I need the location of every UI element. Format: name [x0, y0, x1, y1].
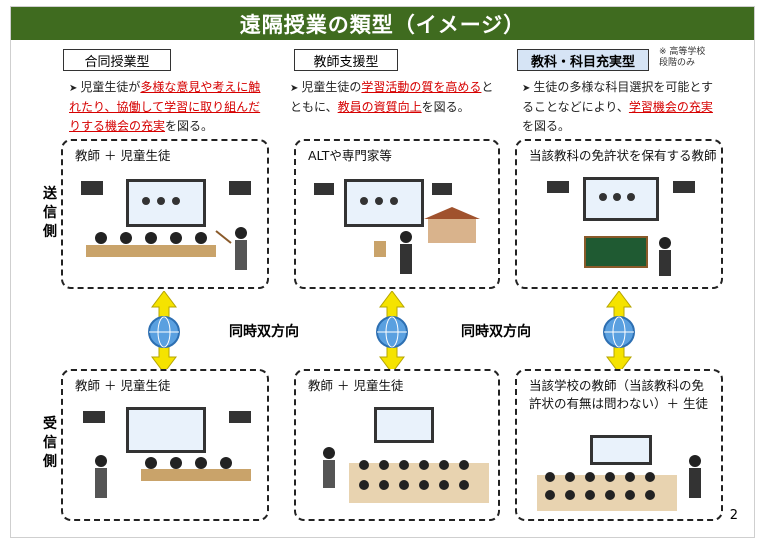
bidir-label-2: 同時双方向	[461, 324, 531, 340]
high-school-classroom-illustration	[537, 435, 701, 511]
send-box-joint: 教師 ＋ 児童生徒	[61, 139, 269, 289]
send-box-enrichment-label: 当該教科の免許状を保有する教師	[529, 148, 717, 163]
classroom-receive-illustration	[83, 407, 251, 498]
type-label-enrichment: 教科・科目充実型	[517, 49, 649, 71]
desc-enrichment: ➤生徒の多様な科目選択を可能とすることなどにより、学習機会の充実を図る。	[522, 80, 714, 133]
large-classroom-illustration	[323, 407, 489, 503]
send-box-enrichment: 当該教科の免許状を保有する教師	[515, 139, 723, 289]
send-box-joint-label: 教師 ＋ 児童生徒	[75, 148, 171, 163]
classroom-screen-illustration	[81, 179, 251, 270]
recv-box-support: 教師 ＋ 児童生徒	[294, 369, 500, 521]
desc-support: ➤児童生徒の学習活動の質を高めるとともに、教員の資質向上を図る。	[290, 80, 494, 114]
recv-box-joint: 教師 ＋ 児童生徒	[61, 369, 269, 521]
type-label-support: 教師支援型	[294, 49, 398, 71]
recv-box-joint-label: 教師 ＋ 児童生徒	[75, 378, 171, 393]
slide-title: 遠隔授業の類型（イメージ）	[11, 7, 754, 40]
type-label-joint: 合同授業型	[63, 49, 171, 71]
licensed-teacher-illustration	[547, 177, 695, 276]
page-number: 2	[729, 508, 738, 523]
recv-box-enrichment-label: 当該学校の教師（当該教科の免許状の有無は問わない）＋ 生徒	[529, 378, 708, 411]
bidir-label-1: 同時双方向	[229, 324, 299, 340]
send-box-support: ALTや専門家等	[294, 139, 500, 289]
send-box-support-label: ALTや専門家等	[308, 148, 392, 163]
expert-building-illustration	[314, 179, 480, 274]
send-side-label: 送 信 側	[43, 186, 57, 240]
desc-joint: ➤児童生徒が多様な意見や考えに触れたり、協働して学習に取り組んだりする機会の充実…	[69, 80, 261, 133]
globe-icon-1	[148, 316, 180, 348]
recv-box-support-label: 教師 ＋ 児童生徒	[308, 378, 404, 393]
recv-box-enrichment: 当該学校の教師（当該教科の免許状の有無は問わない）＋ 生徒	[515, 369, 723, 521]
note-high-school: ※ 高等学校 段階のみ	[659, 47, 706, 68]
globe-icon-3	[603, 316, 635, 348]
globe-icon-2	[376, 316, 408, 348]
recv-side-label: 受 信 側	[43, 416, 57, 470]
slide: 遠隔授業の類型（イメージ） 合同授業型 教師支援型 教科・科目充実型 ※ 高等学…	[10, 6, 755, 538]
